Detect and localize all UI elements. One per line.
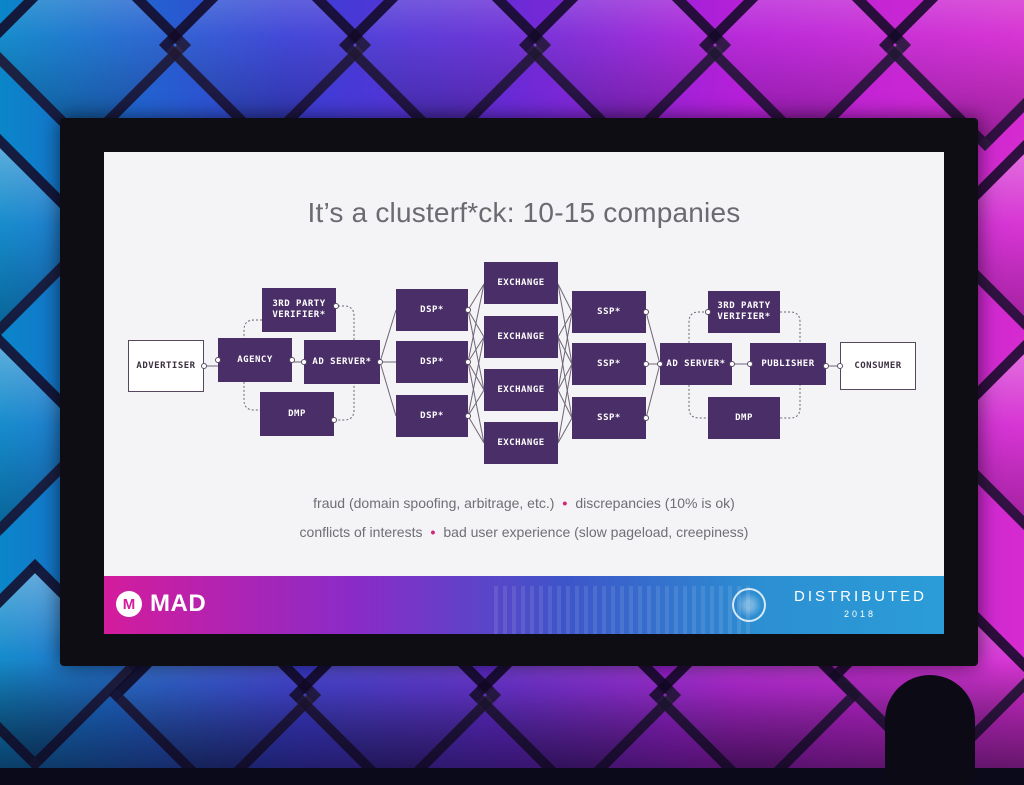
adtech-flow-diagram: ADVERTISER AGENCY 3RD PARTY VERIFIER* DM… bbox=[104, 152, 944, 634]
connector-dot bbox=[465, 359, 471, 365]
node-verifier-right-line2: VERIFIER* bbox=[717, 312, 771, 322]
node-publisher: PUBLISHER bbox=[750, 343, 826, 385]
node-dsp-2: DSP* bbox=[396, 341, 468, 383]
event-name: DISTRIBUTED bbox=[794, 588, 928, 605]
node-verifier-left-line2: VERIFIER* bbox=[272, 310, 326, 320]
issue-conflicts: conflicts of interests bbox=[299, 524, 423, 540]
node-dmp-right: DMP bbox=[708, 397, 780, 439]
issue-user-experience: bad user experience (slow pageload, cree… bbox=[443, 524, 749, 540]
node-dsp-1: DSP* bbox=[396, 289, 468, 331]
connector-lines bbox=[204, 283, 840, 444]
node-ssp-1: SSP* bbox=[572, 291, 646, 333]
issues-line-1: fraud (domain spoofing, arbitrage, etc.)… bbox=[104, 495, 944, 511]
connector-dot bbox=[289, 357, 295, 363]
audience-silhouette bbox=[885, 675, 975, 785]
slide-title: It’s a clusterf*ck: 10-15 companies bbox=[307, 197, 741, 228]
connector-dot bbox=[331, 417, 337, 423]
brand-name: MAD bbox=[150, 590, 207, 617]
connector-dot bbox=[657, 361, 663, 367]
node-dsp-3: DSP* bbox=[396, 395, 468, 437]
connector-dot bbox=[377, 359, 383, 365]
node-exchange-3: EXCHANGE bbox=[484, 369, 558, 411]
node-ad-server-left: AD SERVER* bbox=[304, 340, 380, 384]
connector-dot bbox=[747, 361, 753, 367]
node-agency: AGENCY bbox=[218, 338, 292, 382]
connector-dot bbox=[215, 357, 221, 363]
presentation-slide: It’s a clusterf*ck: 10-15 companies bbox=[104, 152, 944, 634]
bullet-separator: • bbox=[430, 524, 436, 540]
node-ssp-2: SSP* bbox=[572, 343, 646, 385]
connector-dot bbox=[705, 309, 711, 315]
globe-icon bbox=[732, 588, 766, 622]
connector-dot bbox=[823, 363, 829, 369]
event-year: 2018 bbox=[844, 609, 877, 619]
issue-fraud: fraud (domain spoofing, arbitrage, etc.) bbox=[313, 495, 555, 511]
node-verifier-left: 3RD PARTY VERIFIER* bbox=[262, 288, 336, 332]
node-verifier-right: 3RD PARTY VERIFIER* bbox=[708, 291, 780, 333]
connector-dot bbox=[729, 361, 735, 367]
node-exchange-1: EXCHANGE bbox=[484, 262, 558, 304]
mad-logo-icon: M bbox=[116, 591, 142, 617]
connector-dot bbox=[301, 359, 307, 365]
connector-dot bbox=[643, 361, 649, 367]
issue-discrepancies: discrepancies (10% is ok) bbox=[575, 495, 735, 511]
connector-dot bbox=[837, 363, 843, 369]
node-exchange-2: EXCHANGE bbox=[484, 316, 558, 358]
connector-dot bbox=[643, 415, 649, 421]
city-skyline-graphic bbox=[494, 586, 754, 634]
node-exchange-4: EXCHANGE bbox=[484, 422, 558, 464]
connector-dot bbox=[333, 303, 339, 309]
slide-footer-banner: M MAD DISTRIBUTED 2018 bbox=[104, 576, 944, 634]
node-verifier-left-line1: 3RD PARTY bbox=[272, 299, 326, 309]
connector-dot bbox=[201, 363, 207, 369]
node-ad-server-right: AD SERVER* bbox=[660, 343, 732, 385]
bullet-separator: • bbox=[562, 495, 568, 511]
node-consumer: CONSUMER bbox=[840, 342, 916, 390]
connector-dot bbox=[465, 307, 471, 313]
node-ssp-3: SSP* bbox=[572, 397, 646, 439]
node-advertiser: ADVERTISER bbox=[128, 340, 204, 392]
stage-floor-shadow bbox=[0, 660, 1024, 768]
node-dmp-left: DMP bbox=[260, 392, 334, 436]
issues-line-2: conflicts of interests • bad user experien… bbox=[104, 524, 944, 540]
connector-dot bbox=[465, 413, 471, 419]
node-verifier-right-line1: 3RD PARTY bbox=[717, 301, 771, 311]
connector-dot bbox=[643, 309, 649, 315]
